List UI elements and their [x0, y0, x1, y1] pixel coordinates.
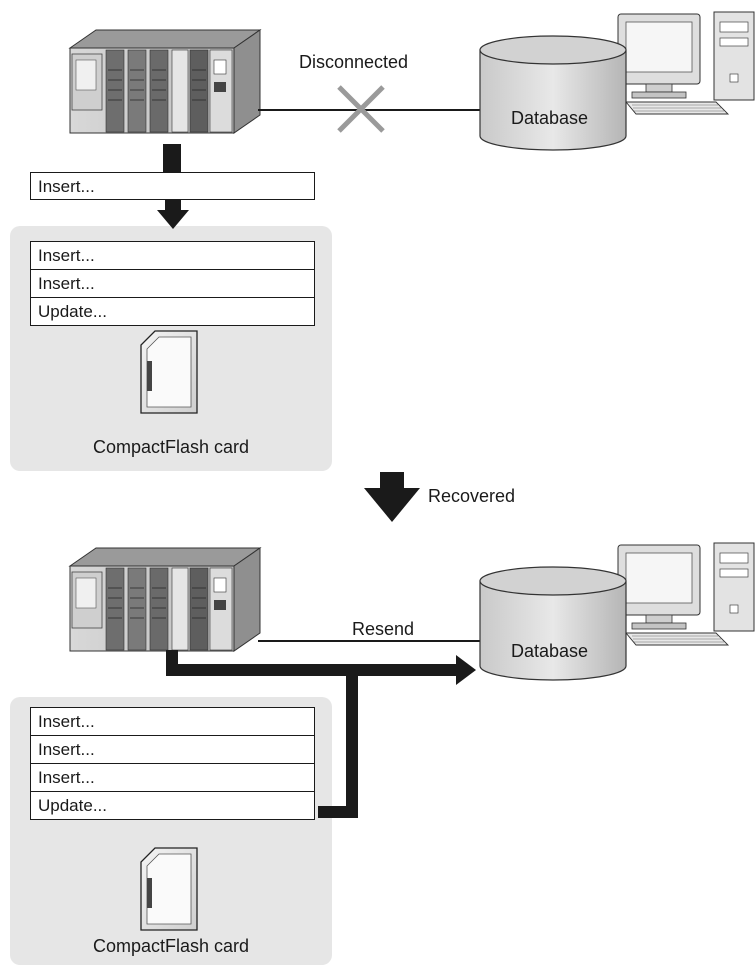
recovered-arrow	[364, 472, 420, 522]
arrow-stem-top	[163, 144, 181, 172]
recovered-label: Recovered	[428, 486, 516, 506]
resend-path	[166, 650, 476, 818]
compactflash-card-icon-top	[140, 330, 198, 414]
record-row: Insert...	[30, 269, 315, 298]
record-row: Insert...	[30, 735, 315, 764]
resend-label: Resend	[352, 619, 415, 639]
disconnected-label: Disconnected	[299, 52, 409, 72]
computer-icon-bottom	[617, 542, 755, 646]
compactflash-label-top: CompactFlash card	[92, 437, 250, 457]
database-label-top: Database	[511, 108, 589, 128]
compactflash-card-icon-bottom	[140, 847, 198, 931]
compactflash-label-bottom: CompactFlash card	[92, 936, 250, 956]
record-single-top: Insert...	[30, 172, 315, 200]
record-row: Insert...	[30, 763, 315, 792]
database-cylinder-bottom	[479, 566, 627, 681]
database-cylinder-top	[479, 35, 627, 151]
disconnected-x-icon	[337, 85, 385, 133]
arrow-down-to-buffer	[157, 200, 189, 229]
plc-unit-top	[69, 29, 261, 134]
record-row: Update...	[30, 297, 315, 326]
computer-icon-top	[617, 11, 755, 115]
database-label-bottom: Database	[511, 641, 589, 661]
record-row: Insert...	[30, 241, 315, 270]
plc-unit-bottom	[69, 547, 261, 652]
record-row: Insert...	[30, 707, 315, 736]
record-row: Update...	[30, 791, 315, 820]
